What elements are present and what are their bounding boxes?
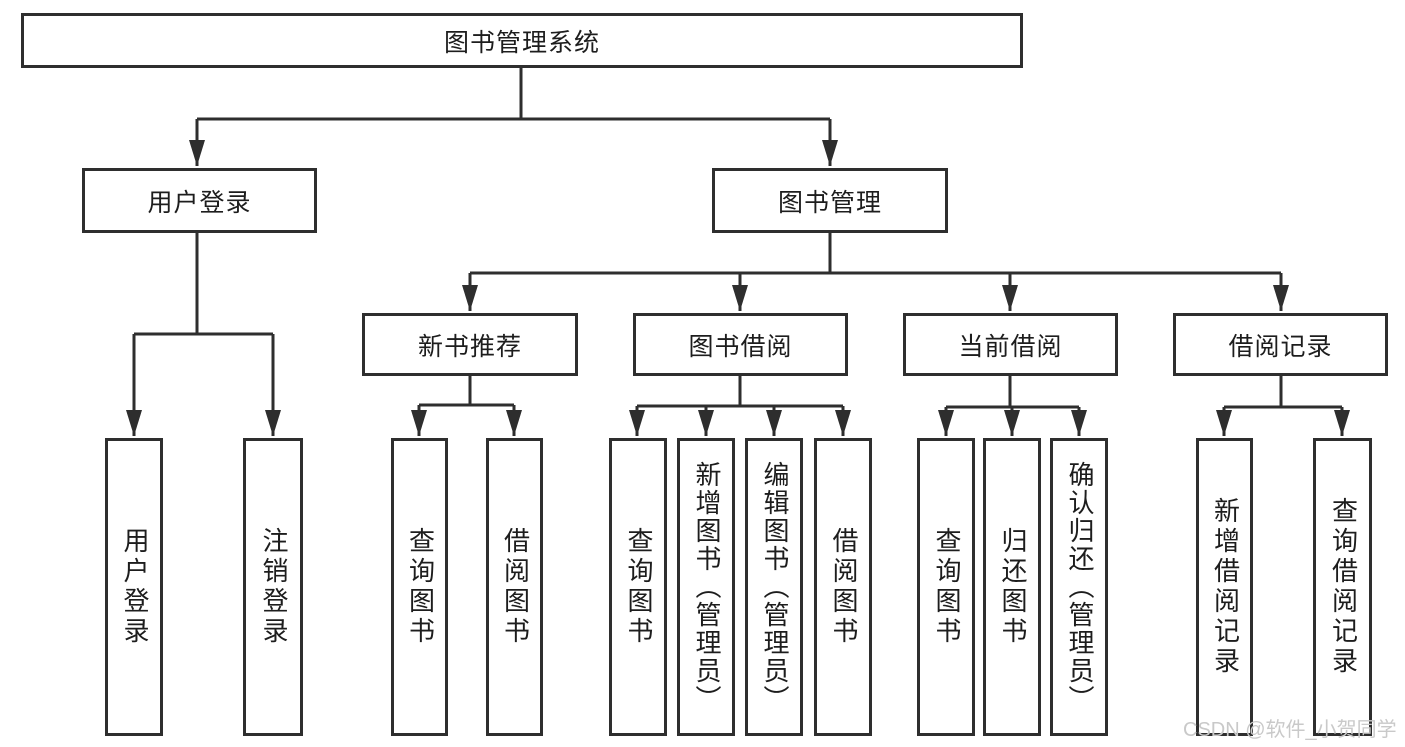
node-library-system: 图书管理系统 [21, 13, 1023, 68]
node-borrowing-records: 借阅记录 [1173, 313, 1388, 376]
node-book-borrowing: 图书借阅 [633, 313, 848, 376]
leaf-query-books-1: 查询图书 [391, 438, 448, 736]
node-user-login: 用户登录 [82, 168, 317, 233]
node-current-borrowing: 当前借阅 [903, 313, 1118, 376]
leaf-query-books-2: 查询图书 [609, 438, 667, 736]
leaf-query-books-3: 查询图书 [917, 438, 975, 736]
connector-root-trunk [197, 68, 830, 121]
leaf-edit-book-admin-label: 编辑图书（管理员） [759, 461, 790, 713]
connector-new-book-trunk [419, 376, 514, 407]
leaf-query-borrow-record: 查询借阅记录 [1313, 438, 1372, 736]
leaf-confirm-return-admin: 确认归还（管理员） [1050, 438, 1108, 736]
leaf-logout-login-label: 注销登录 [258, 527, 289, 647]
connector-book-management-trunk [470, 233, 1281, 275]
leaf-return-books: 归还图书 [983, 438, 1041, 736]
connector-user-login-trunk [134, 233, 273, 336]
leaf-query-books-2-label: 查询图书 [623, 527, 654, 647]
leaf-add-book-admin-label: 新增图书（管理员） [691, 461, 722, 713]
leaf-user-login-label: 用户登录 [119, 527, 150, 647]
connector-book-borrow-trunk [637, 376, 843, 408]
leaf-add-borrow-record-label: 新增借阅记录 [1210, 497, 1241, 677]
leaf-query-borrow-record-label: 查询借阅记录 [1328, 497, 1359, 677]
leaf-add-book-admin: 新增图书（管理员） [677, 438, 735, 736]
connector-current-borrow-trunk [946, 376, 1079, 409]
leaf-add-borrow-record: 新增借阅记录 [1196, 438, 1253, 736]
leaf-user-login: 用户登录 [105, 438, 163, 736]
leaf-logout-login: 注销登录 [243, 438, 303, 736]
leaf-borrow-books-2: 借阅图书 [814, 438, 872, 736]
leaf-edit-book-admin: 编辑图书（管理员） [745, 438, 803, 736]
node-book-management: 图书管理 [712, 168, 948, 233]
leaf-return-books-label: 归还图书 [997, 527, 1028, 647]
leaf-borrow-books-1: 借阅图书 [486, 438, 543, 736]
leaf-borrow-books-1-label: 借阅图书 [500, 527, 531, 647]
leaf-borrow-books-2-label: 借阅图书 [828, 527, 859, 647]
node-new-book-recommend: 新书推荐 [362, 313, 578, 376]
connector-borrow-records-trunk [1224, 376, 1342, 409]
csdn-watermark: CSDN @软件_小贺同学 [1183, 719, 1397, 741]
leaf-query-books-1-label: 查询图书 [405, 527, 436, 647]
leaf-confirm-return-admin-label: 确认归还（管理员） [1064, 461, 1095, 713]
leaf-query-books-3-label: 查询图书 [931, 527, 962, 647]
